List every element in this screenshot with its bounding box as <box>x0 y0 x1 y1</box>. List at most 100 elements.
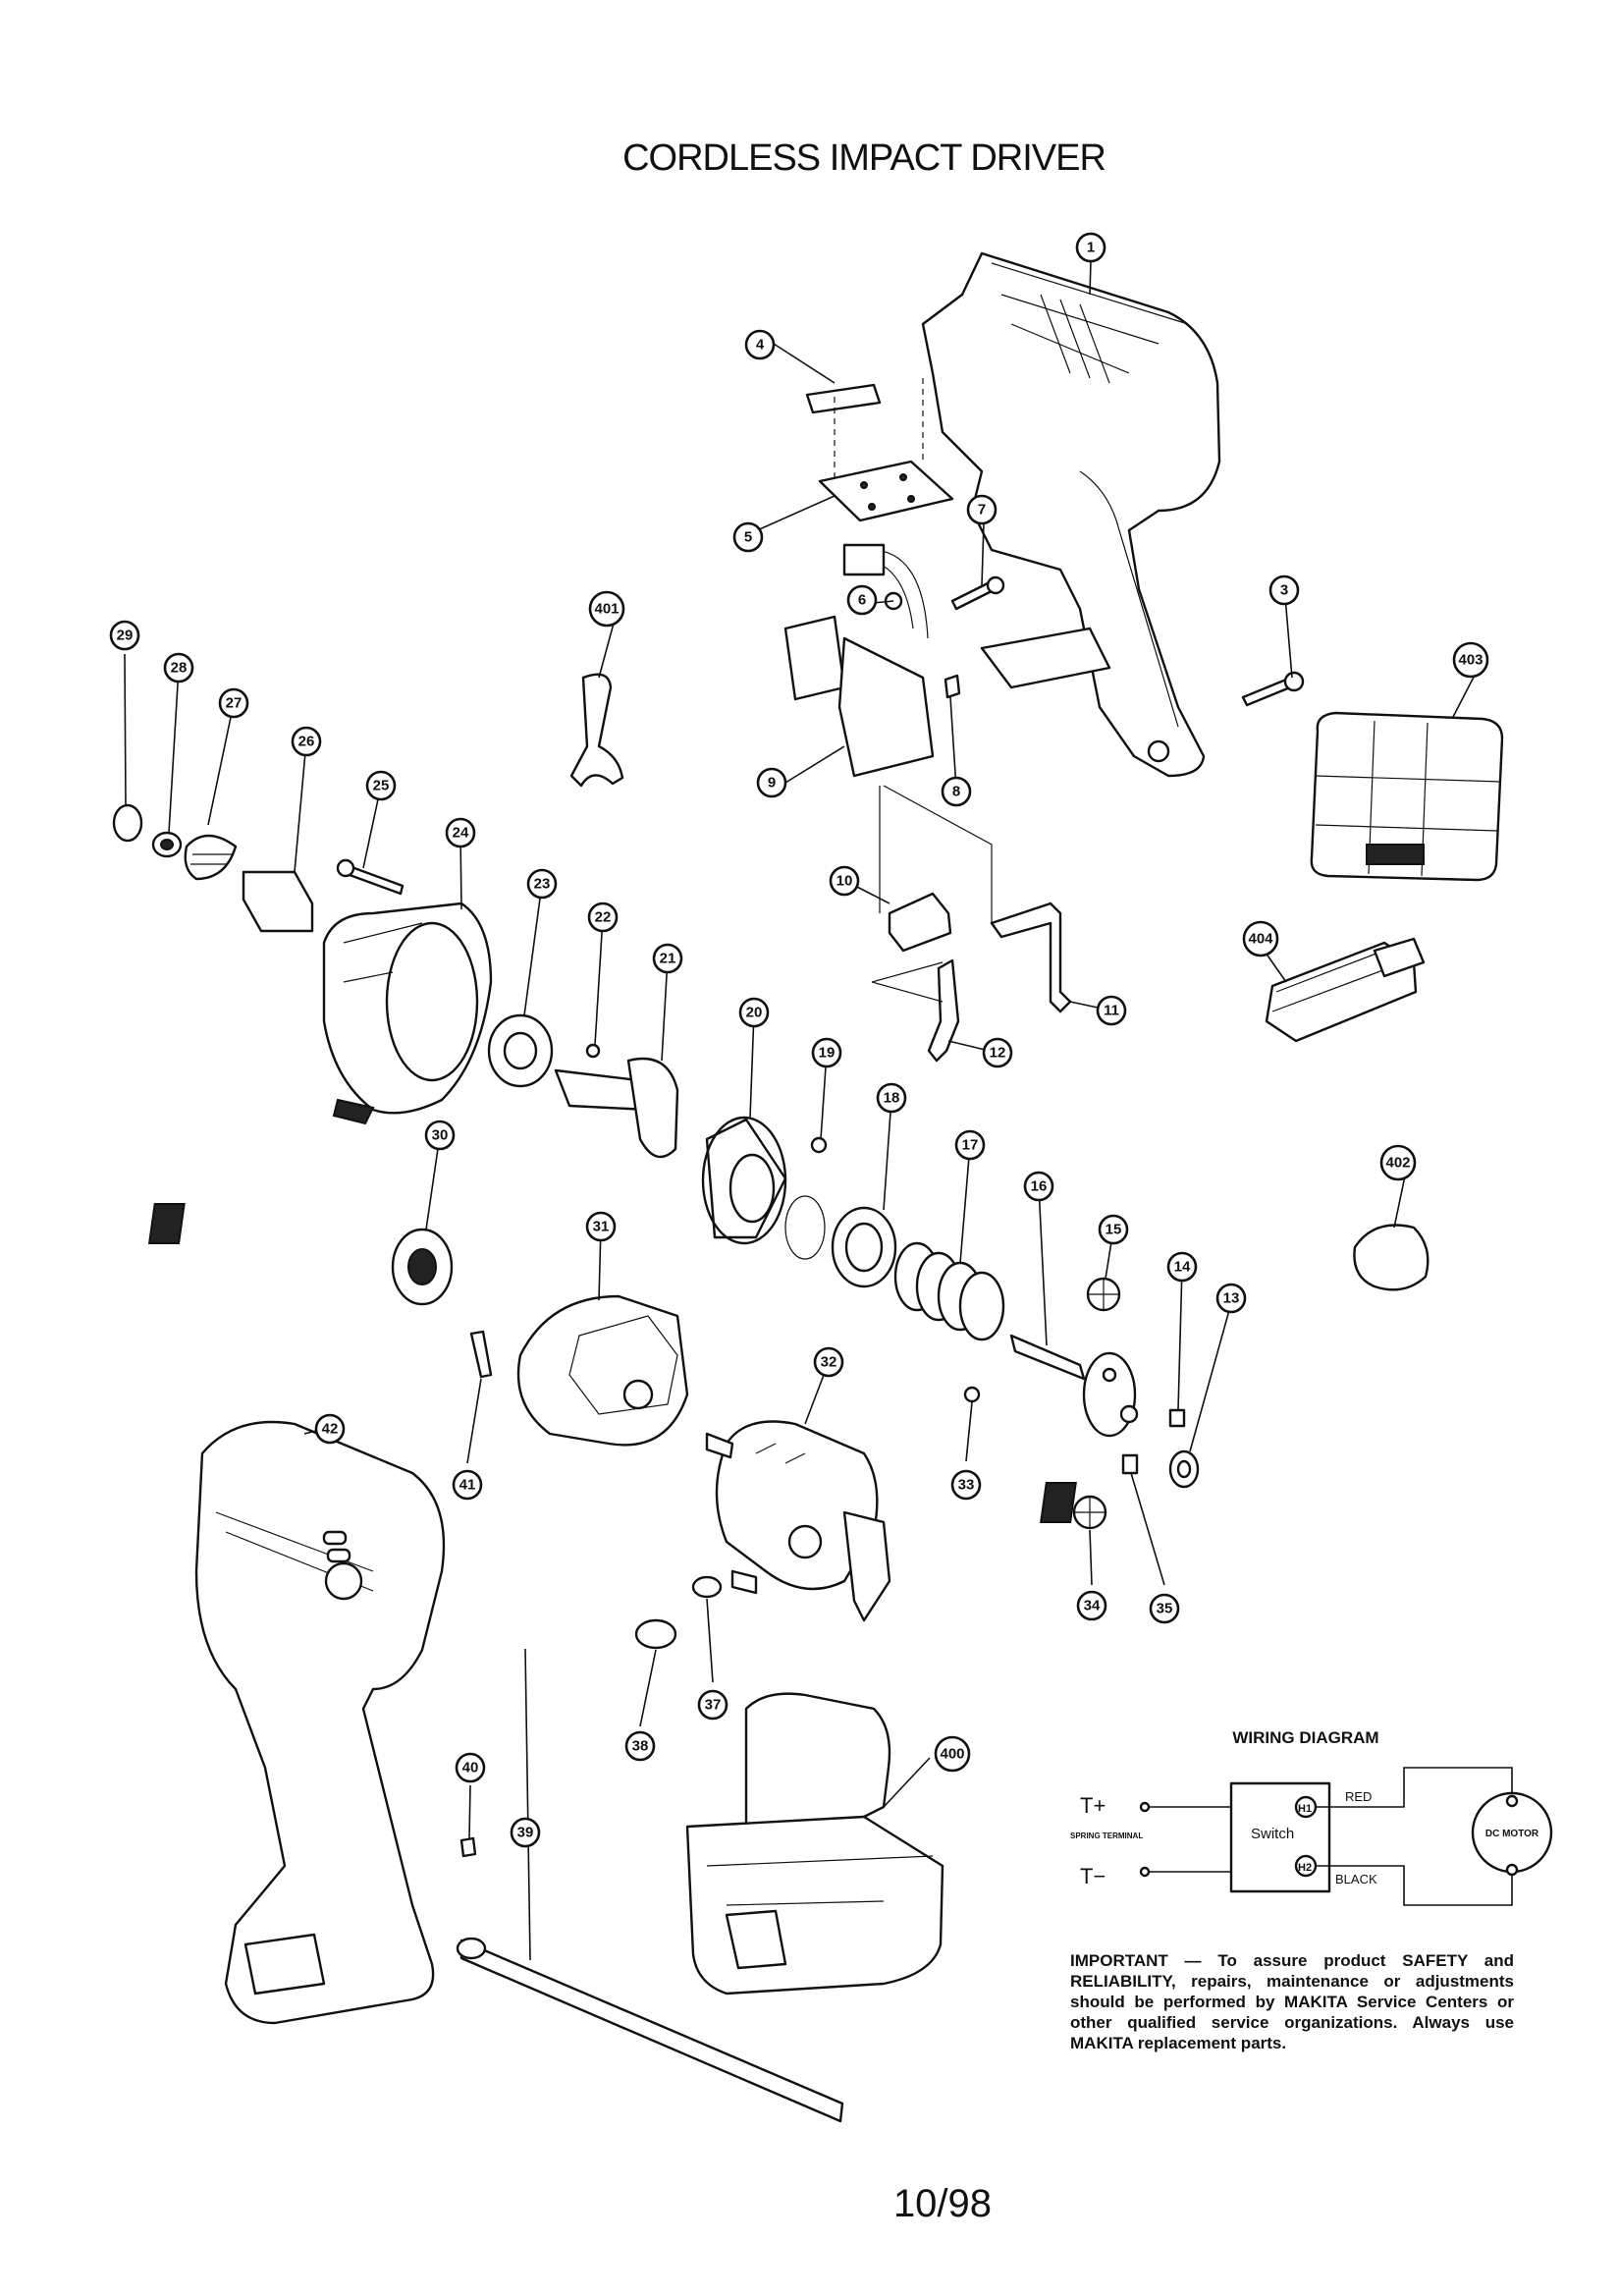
part-gears-pins <box>963 1277 1200 1530</box>
part-screw-25 <box>336 858 404 896</box>
svg-text:1: 1 <box>1087 240 1095 256</box>
svg-text:30: 30 <box>432 1127 449 1144</box>
callout-403: 403 <box>1452 641 1489 679</box>
svg-text:14: 14 <box>1174 1259 1191 1276</box>
svg-text:32: 32 <box>821 1354 837 1371</box>
svg-text:7: 7 <box>978 502 986 519</box>
svg-text:25: 25 <box>373 778 390 794</box>
wiring-motor-label: DC MOTOR <box>1485 1829 1539 1839</box>
svg-text:42: 42 <box>322 1421 339 1438</box>
callout-404: 404 <box>1242 920 1279 957</box>
svg-text:404: 404 <box>1248 931 1273 948</box>
part-cap <box>1353 1224 1429 1291</box>
svg-text:34: 34 <box>1084 1598 1101 1614</box>
section-marker-left: A <box>147 1203 347 1244</box>
svg-text:17: 17 <box>962 1137 979 1154</box>
wiring-diagram-title: WIRING DIAGRAM <box>1232 1728 1379 1747</box>
callout-42: 42 <box>314 1413 346 1445</box>
callout-20: 20 <box>738 997 770 1028</box>
callout-40: 40 <box>455 1752 486 1783</box>
callout-21: 21 <box>652 943 683 974</box>
svg-text:31: 31 <box>593 1219 610 1235</box>
section-marker-right-label: A <box>1237 1490 1254 1516</box>
callout-17: 17 <box>954 1129 986 1161</box>
part-carrying-case <box>1310 711 1504 882</box>
callout-26: 26 <box>291 726 322 757</box>
callout-3: 3 <box>1268 574 1300 606</box>
svg-text:35: 35 <box>1157 1601 1173 1617</box>
svg-text:24: 24 <box>453 825 469 842</box>
part-pin-40 <box>459 1836 477 1858</box>
svg-text:5: 5 <box>744 529 752 546</box>
part-strap <box>456 1937 844 2123</box>
part-housing-42 <box>194 1420 446 2025</box>
part-anvil <box>554 1057 679 1159</box>
part-gear-housing <box>516 1294 689 1447</box>
svg-text:400: 400 <box>940 1746 964 1763</box>
part-spindle <box>1009 1334 1139 1438</box>
callout-30: 30 <box>424 1120 456 1151</box>
wiring-red-label: RED <box>1345 1789 1372 1804</box>
part-screws <box>884 575 1305 707</box>
page-title: CORDLESS IMPACT DRIVER <box>622 137 1106 179</box>
svg-text:8: 8 <box>952 784 960 800</box>
svg-text:22: 22 <box>595 909 612 926</box>
callout-34: 34 <box>1076 1590 1107 1621</box>
callout-401: 401 <box>588 590 625 628</box>
callout-19: 19 <box>811 1037 842 1068</box>
part-terminals <box>888 892 1072 1063</box>
callout-15: 15 <box>1098 1214 1129 1245</box>
svg-text:26: 26 <box>298 734 315 750</box>
callout-31: 31 <box>585 1211 617 1242</box>
callout-41: 41 <box>452 1469 483 1501</box>
part-housing-cover <box>921 251 1221 778</box>
part-clip <box>569 673 624 788</box>
svg-text:15: 15 <box>1106 1222 1122 1238</box>
callout-18: 18 <box>876 1082 907 1114</box>
important-note: IMPORTANT — To assure product SAFETY and… <box>1070 1951 1514 2052</box>
callout-6: 6 <box>846 584 878 616</box>
part-switch <box>783 543 935 778</box>
svg-text:401: 401 <box>594 601 619 618</box>
svg-text:403: 403 <box>1458 652 1483 669</box>
callout-35: 35 <box>1149 1593 1180 1624</box>
svg-text:16: 16 <box>1031 1178 1048 1195</box>
svg-text:19: 19 <box>819 1045 836 1062</box>
part-steel-ball <box>784 1136 828 1260</box>
svg-text:29: 29 <box>117 628 134 644</box>
wiring-diagram: T+ T− SPRING TERMINAL Switch H1 H2 RED B… <box>1070 1767 1553 1906</box>
svg-text:12: 12 <box>990 1045 1006 1062</box>
wiring-h1: H1 <box>1298 1803 1312 1815</box>
callout-402: 402 <box>1379 1144 1417 1181</box>
svg-text:13: 13 <box>1223 1290 1240 1307</box>
part-screw-41 <box>469 1330 493 1379</box>
callout-12: 12 <box>982 1037 1013 1068</box>
wiring-spring-terminal: SPRING TERMINAL <box>1070 1831 1143 1840</box>
callout-25: 25 <box>365 770 397 801</box>
part-motor <box>705 1420 891 1622</box>
section-marker-left-label: A <box>330 1211 347 1237</box>
callout-4: 4 <box>744 329 776 360</box>
wiring-black-label: BLACK <box>1335 1872 1377 1886</box>
svg-text:402: 402 <box>1385 1155 1410 1172</box>
callout-7: 7 <box>966 494 998 525</box>
callout-28: 28 <box>163 652 194 683</box>
svg-text:20: 20 <box>746 1005 763 1021</box>
svg-text:40: 40 <box>462 1760 479 1777</box>
callout-37: 37 <box>697 1689 728 1721</box>
part-spring <box>893 1241 1005 1341</box>
part-ball-22 <box>585 1043 601 1059</box>
svg-text:18: 18 <box>884 1090 900 1107</box>
callout-39: 39 <box>510 1817 541 1848</box>
part-battery <box>685 1692 944 1995</box>
svg-text:11: 11 <box>1104 1003 1119 1019</box>
callout-24: 24 <box>445 817 476 848</box>
callout-13: 13 <box>1215 1283 1247 1314</box>
svg-text:23: 23 <box>534 876 551 893</box>
part-hammer <box>701 1116 787 1245</box>
callout-9: 9 <box>756 767 787 798</box>
part-washer-23 <box>487 1013 554 1088</box>
callout-16: 16 <box>1023 1171 1054 1202</box>
part-pin <box>805 383 882 414</box>
